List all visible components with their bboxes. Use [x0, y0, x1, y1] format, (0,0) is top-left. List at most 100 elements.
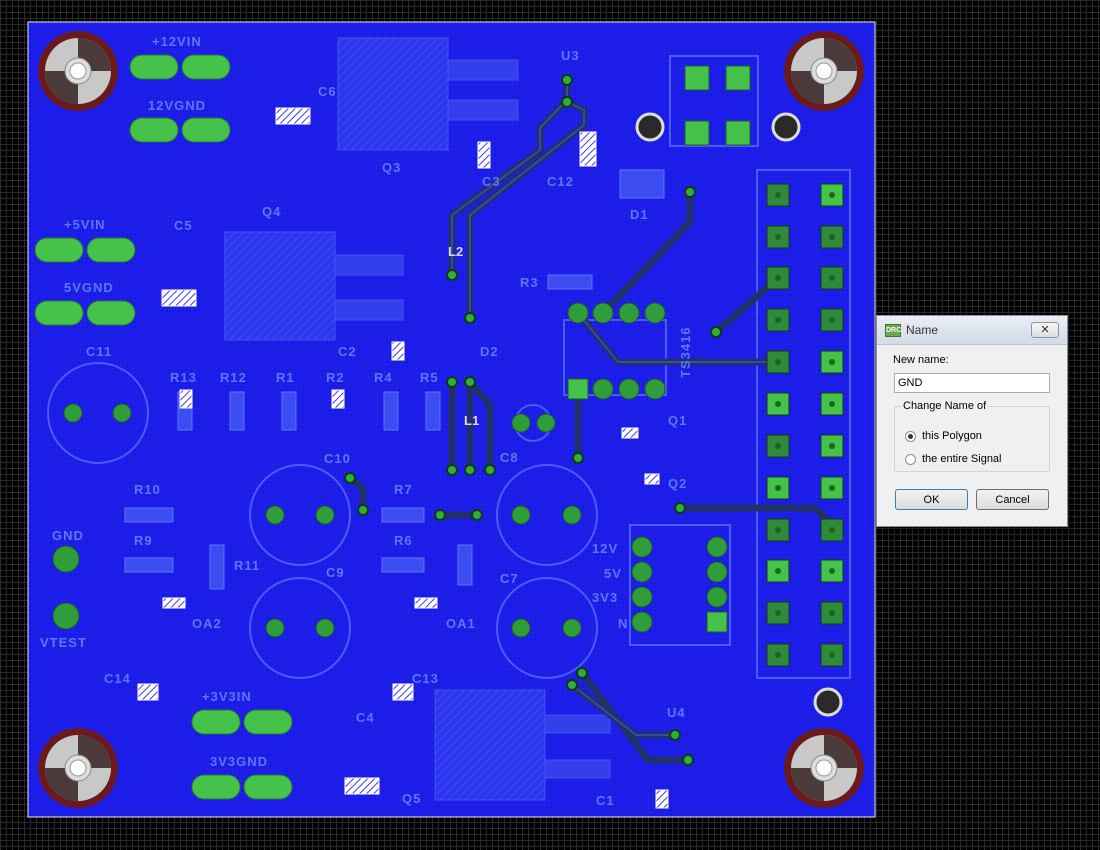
silkscreen-labels: +12VIN 12VGND +5VIN 5VGND +3V3IN 3V3GND …	[40, 34, 693, 808]
svg-text:GND: GND	[52, 528, 84, 543]
svg-text:C5: C5	[174, 218, 193, 233]
svg-text:C4: C4	[356, 710, 375, 725]
svg-text:R9: R9	[134, 533, 153, 548]
header-pin-hole	[775, 610, 781, 616]
ok-button[interactable]: OK	[895, 489, 968, 510]
header-pin-hole	[775, 443, 781, 449]
svg-text:R4: R4	[374, 370, 393, 385]
close-button[interactable]: ✕	[1031, 322, 1059, 338]
svg-text:C1: C1	[596, 793, 615, 808]
svg-text:Q4: Q4	[262, 204, 281, 219]
header-pin-hole	[775, 359, 781, 365]
svg-text:12VGND: 12VGND	[148, 98, 206, 113]
svg-text:L2: L2	[448, 244, 463, 259]
svg-text:5V: 5V	[604, 566, 622, 581]
header-pin-hole	[829, 443, 835, 449]
header-pin-hole	[775, 234, 781, 240]
header-pin-hole	[829, 485, 835, 491]
header-pin-hole	[775, 485, 781, 491]
svg-text:R10: R10	[134, 482, 161, 497]
svg-text:D2: D2	[480, 344, 499, 359]
header-pin-hole	[829, 527, 835, 533]
svg-text:C6: C6	[318, 84, 337, 99]
cancel-button[interactable]: Cancel	[976, 489, 1049, 510]
svg-text:C9: C9	[326, 565, 345, 580]
header-pin-hole	[829, 275, 835, 281]
svg-text:C8: C8	[500, 450, 519, 465]
dialog-titlebar[interactable]: DRC Name ✕	[877, 316, 1067, 345]
svg-text:C7: C7	[500, 571, 519, 586]
radio-this-polygon-label: this Polygon	[922, 430, 982, 442]
header-pin-hole	[775, 317, 781, 323]
svg-text:N: N	[618, 616, 628, 631]
header-pin-hole	[829, 652, 835, 658]
connector-pads[interactable]	[34, 54, 293, 800]
header-pin-hole	[829, 610, 835, 616]
header-pin-hole	[829, 192, 835, 198]
svg-text:C3: C3	[482, 174, 501, 189]
svg-text:R2: R2	[326, 370, 345, 385]
svg-text:OA1: OA1	[446, 616, 476, 631]
svg-text:5VGND: 5VGND	[64, 280, 114, 295]
header-pin-hole	[775, 192, 781, 198]
mounting-holes	[38, 31, 864, 808]
svg-text:R13: R13	[170, 370, 197, 385]
radio-entire-signal-label: the entire Signal	[922, 453, 1002, 465]
svg-text:R12: R12	[220, 370, 247, 385]
svg-text:D1: D1	[630, 207, 649, 222]
radio-entire-signal[interactable]: the entire Signal	[905, 453, 1002, 465]
vias	[344, 74, 722, 766]
header-pin-hole	[775, 568, 781, 574]
svg-text:C10: C10	[324, 451, 351, 466]
svg-text:R7: R7	[394, 482, 413, 497]
svg-text:U4: U4	[667, 705, 686, 720]
svg-text:C14: C14	[104, 671, 131, 686]
svg-text:Q5: Q5	[402, 791, 421, 806]
svg-text:Q1: Q1	[668, 413, 687, 428]
header-pin-hole	[775, 652, 781, 658]
svg-text:Q3: Q3	[382, 160, 401, 175]
svg-text:C13: C13	[412, 671, 439, 686]
svg-text:C11: C11	[86, 344, 112, 359]
npth-holes	[635, 112, 843, 717]
radio-selected-icon[interactable]	[905, 430, 916, 442]
header-pin-hole	[829, 401, 835, 407]
header-pin-hole	[829, 234, 835, 240]
svg-text:L1: L1	[464, 413, 479, 428]
new-name-label: New name:	[893, 354, 949, 366]
svg-text:R5: R5	[420, 370, 439, 385]
svg-text:3V3: 3V3	[592, 590, 618, 605]
header-pin-hole	[829, 317, 835, 323]
change-name-of-label: Change Name of	[903, 400, 987, 412]
svg-text:R6: R6	[394, 533, 413, 548]
new-name-input[interactable]	[894, 373, 1050, 393]
svg-text:Q2: Q2	[668, 476, 687, 491]
change-name-of-group: Change Name of this Polygon the entire S…	[894, 400, 1050, 472]
svg-text:U3: U3	[561, 48, 580, 63]
header-pins	[766, 183, 844, 667]
svg-text:3V3GND: 3V3GND	[210, 754, 268, 769]
through-hole-pads	[52, 65, 751, 638]
svg-text:R3: R3	[520, 275, 539, 290]
svg-text:R1: R1	[276, 370, 295, 385]
header-pin-hole	[775, 401, 781, 407]
app-icon: DRC	[885, 324, 901, 337]
dialog-title: Name	[906, 323, 939, 337]
svg-text:12V: 12V	[592, 541, 618, 556]
svg-text:+5VIN: +5VIN	[64, 217, 106, 232]
header-pin-hole	[775, 527, 781, 533]
smd-resistors	[124, 169, 665, 590]
radio-unselected-icon[interactable]	[905, 453, 916, 465]
regulator-bodies	[224, 37, 611, 801]
svg-text:R11: R11	[234, 558, 260, 573]
svg-text:+12VIN: +12VIN	[152, 34, 202, 49]
svg-text:OA2: OA2	[192, 616, 222, 631]
radio-this-polygon[interactable]: this Polygon	[905, 430, 982, 442]
smd-pads	[137, 107, 669, 809]
svg-text:C2: C2	[338, 344, 357, 359]
svg-text:C12: C12	[547, 174, 574, 189]
header-pin-hole	[829, 359, 835, 365]
header-pin-hole	[829, 568, 835, 574]
rename-dialog: DRC Name ✕ New name: Change Name of this…	[876, 315, 1068, 527]
